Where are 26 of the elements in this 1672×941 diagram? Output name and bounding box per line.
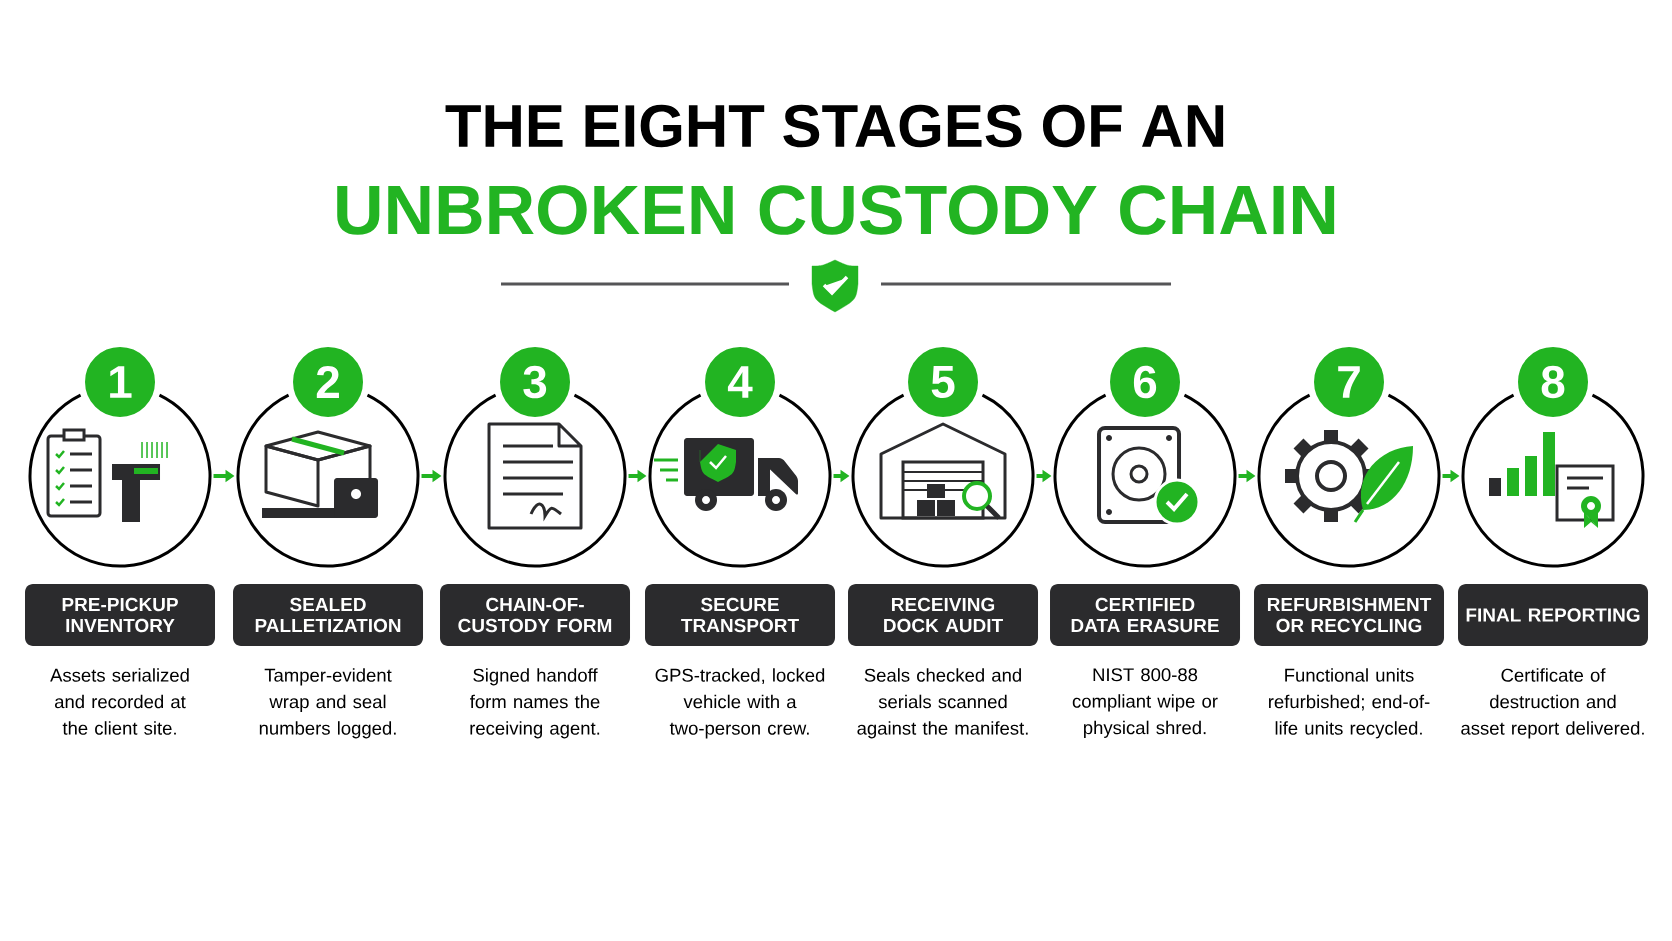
stage-label-box: SEALED PALLETIZATION (233, 584, 423, 646)
stage-description: Signed handoff form names the receiving agent. (470, 668, 600, 739)
stage-description: GPS-tracked, locked vehicle with a two-person crew. (655, 668, 825, 739)
stage-description: Certificate of destruction and asset report delivered. (1461, 668, 1644, 739)
stage-description: Assets serialized and recorded at the client site. (50, 668, 189, 735)
stage-description: NIST 800-88 compliant wipe or physical shred. (1072, 668, 1218, 738)
number-badge: 5 (904, 343, 982, 421)
stage-description: Functional units refurbished; end-of-life units recycled. (1269, 668, 1430, 739)
number-badge: 4 (701, 343, 779, 421)
stage-description: Seals checked and serials scanned against the manifest. (857, 668, 1028, 739)
stage-label-box: CHAIN-OF-CUSTODY FORM (440, 584, 630, 646)
title: THE EIGHT STAGES OF AN (445, 104, 1224, 148)
stage-label-box: SECURE TRANSPORT (645, 584, 835, 646)
number-badge: 8 (1514, 343, 1592, 421)
number-badge: 6 (1106, 343, 1184, 421)
stage-label-box: RECEIVING DOCK AUDIT (848, 584, 1038, 646)
number-badge: 1 (81, 343, 159, 421)
number-badge: 3 (496, 343, 574, 421)
stage-label-box: REFURBISHMENT OR RECYCLING (1254, 584, 1444, 646)
number-badge: 2 (289, 343, 367, 421)
stage-label-box: PRE-PICKUP INVENTORY (25, 584, 215, 646)
number-badge: 7 (1310, 343, 1388, 421)
subtitle: UNBROKEN CUSTODY CHAIN (337, 185, 1335, 235)
stage-label-box: FINAL REPORTING (1458, 584, 1648, 646)
stage-label-box: CERTIFIED DATA ERASURE (1050, 584, 1240, 646)
stage-description: Tamper-evident wrap and seal numbers logged. (259, 668, 396, 739)
